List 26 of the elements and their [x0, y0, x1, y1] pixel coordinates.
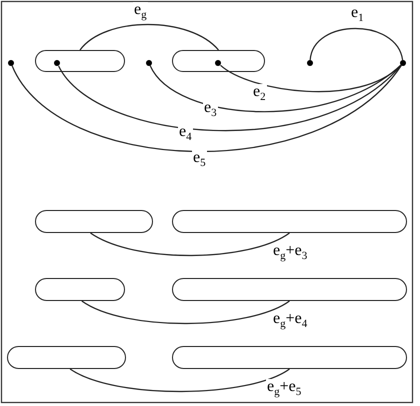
- rounded-bar: [172, 50, 265, 72]
- edge-label: e$_{g}$+e$_{4}$: [272, 311, 308, 332]
- curved-edge: [150, 64, 402, 112]
- curved-edge: [12, 65, 402, 152]
- rounded-bar: [172, 278, 407, 301]
- rounded-bar: [172, 210, 407, 233]
- rounded-bar: [35, 210, 153, 233]
- edge-label: e$_{g}$+e$_{3}$: [272, 243, 308, 264]
- vertex-dot: [400, 60, 406, 66]
- vertex-dot: [215, 60, 221, 66]
- edge-label: e$_{g}$+e$_{5}$: [266, 379, 302, 400]
- curved-edge: [310, 28, 404, 60]
- rounded-bar: [35, 50, 125, 72]
- rounded-bar: [7, 346, 126, 369]
- rounded-bar: [35, 278, 125, 301]
- curved-edge: [80, 24, 219, 50]
- curved-edge: [58, 64, 402, 131]
- curved-edge: [70, 368, 290, 392]
- vertex-dot: [8, 60, 14, 66]
- curved-edge: [90, 232, 290, 256]
- curved-edge: [82, 300, 290, 324]
- vertex-dot: [54, 60, 60, 66]
- edge-label: e$_{g}$: [133, 2, 148, 24]
- vertex-dot: [146, 60, 152, 66]
- rounded-bar: [172, 346, 407, 369]
- vertex-dot: [307, 60, 313, 66]
